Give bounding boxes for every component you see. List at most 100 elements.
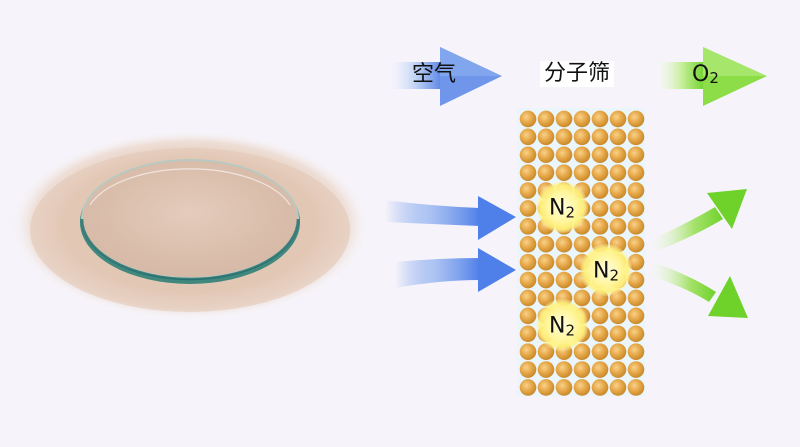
sieve-bead [591,379,609,396]
nitrogen-molecule-glow [580,244,632,296]
sieve-bead [537,361,555,378]
sieve-bead [537,379,555,396]
sieve-bead [627,128,645,146]
sieve-bead [573,110,591,128]
air-label: 空气 [412,62,457,87]
sieve-bead [519,325,537,343]
sieve-bead [573,146,591,164]
sieve-bead [591,361,609,378]
sieve-bead [591,218,609,235]
sieve-bead [609,128,627,146]
sieve-bead [609,110,627,128]
sieve-bead [519,235,537,253]
sieve-bead [573,289,591,307]
sieve-bead [555,110,573,128]
sieve-bead [537,253,555,271]
sieve-bead [519,110,537,128]
oxygen-label-subscript: 2 [709,69,719,87]
sieve-bead [519,271,537,289]
sieve-bead [537,110,555,128]
sieve-bead [519,182,537,199]
nitrogen-symbol: N [548,195,566,221]
sieve-bead [627,271,645,289]
sieve-bead [609,379,627,396]
sieve-bead [609,343,627,360]
sieve-bead [627,289,645,307]
sieve-bead [627,218,645,235]
sieve-bead [555,128,573,146]
sieve-bead [591,128,609,146]
sieve-bead [609,164,627,181]
air-input-arrow [388,47,502,106]
sieve-bead [627,361,645,378]
sieve-bead [627,164,645,181]
oxygen-output-arrow [655,47,767,106]
nitrogen-subscript: 2 [565,321,576,340]
sieve-bead [519,128,537,146]
sieve-bead [591,200,609,217]
sieve-bead [609,307,627,325]
sieve-bead [555,361,573,378]
nitrogen-subscript: 2 [609,266,620,285]
nitrogen-label-1: N2 [548,195,576,222]
nitrogen-subscript: 2 [565,203,576,222]
sieve-bead [573,379,591,396]
sieve-bead [555,146,573,164]
nitrogen-molecule-glow [536,181,588,233]
sieve-bead [555,253,573,271]
sieve-bead [627,235,645,253]
sieve-bead [573,235,591,253]
sieve-photo [10,130,370,320]
sieve-bead [591,146,609,164]
sieve-bead [537,128,555,146]
sieve-bead [591,343,609,360]
sieve-bead [555,379,573,396]
sieve-bead [627,146,645,164]
sieve-bead [609,325,627,343]
sieve-bead [609,218,627,235]
sieve-bead [627,182,645,199]
sieve-bead [609,146,627,164]
sieve-bead [627,379,645,396]
nitrogen-symbol: N [592,258,610,284]
sieve-bead [555,271,573,289]
oxygen-label-symbol: O [692,62,710,87]
sieve-bead [519,343,537,360]
sieve-bead [609,361,627,378]
sieve-bead [519,379,537,396]
sieve-bead [591,325,609,343]
sieve-bead [519,307,537,325]
nitrogen-label-2: N2 [592,258,620,285]
sieve-bead [537,235,555,253]
sieve-bead [627,110,645,128]
oxygen-flow-arrow-upper [650,189,747,252]
nitrogen-label-3: N2 [549,315,576,340]
sieve-bead [519,146,537,164]
oxygen-label: O2 [692,64,719,86]
sieve-bead [519,200,537,217]
sieve-bead [627,253,645,271]
sieve-bead [627,325,645,343]
sieve-bead [519,218,537,235]
sieve-bead [555,235,573,253]
sieve-bead [573,343,591,360]
oxygen-flow-arrow-lower [650,262,748,318]
sieve-bead [573,164,591,181]
sieve-bead [573,128,591,146]
sieve-bead [627,200,645,217]
sieve-bead [555,164,573,181]
sieve-bead [591,307,609,325]
molecular-sieve-grid [517,108,645,397]
nitrogen-molecule-glow [536,299,588,351]
sieve-bead [519,253,537,271]
sieve-bead [591,182,609,199]
air-flow-arrow-upper [385,196,516,240]
sieve-bead [609,182,627,199]
sieve-bead [591,164,609,181]
air-flow-arrow-lower [395,248,516,292]
sieve-bead [627,307,645,325]
sieve-bead [519,289,537,307]
sieve-bead [591,110,609,128]
